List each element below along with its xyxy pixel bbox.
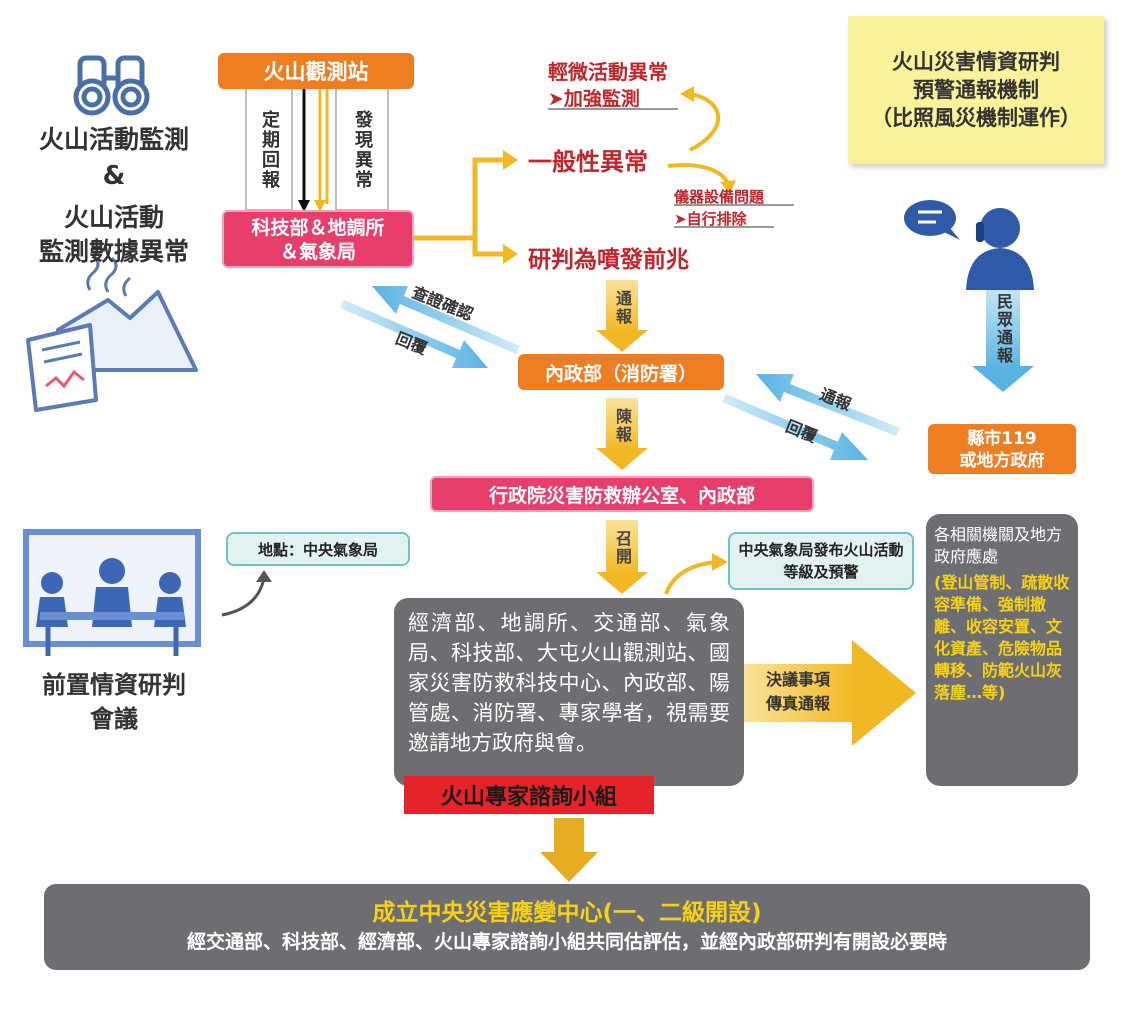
response-box: 各相關機關及地方政府應處 (登山管制、疏散收容準備、強制撤離、收容安置、文化資產… xyxy=(926,514,1078,786)
equipment-action-label: ➤自行排除 xyxy=(674,208,774,228)
binoculars-icon xyxy=(73,55,150,116)
monitor-title-line3: 監測數據異常 xyxy=(38,237,189,266)
precursor-label: 研判為噴發前兆 xyxy=(528,247,689,273)
meeting-title-line2: 會議 xyxy=(90,704,138,733)
report-up-label: 陳報 xyxy=(613,408,632,444)
monitor-title-line1: 火山活動監測 xyxy=(38,125,189,154)
center-desc: 經交通部、科技部、經濟部、火山專家諮詢小組共同估評估，並經內政部研判有開設必要時 xyxy=(186,931,947,953)
resolution-line2: 傳真通報 xyxy=(765,694,830,713)
convene-label: 召開 xyxy=(613,530,632,566)
agencies-line1: 科技部＆地調所 xyxy=(251,217,385,239)
monitor-title-amp: & xyxy=(102,161,126,191)
county-box: 縣市119 或地方政府 xyxy=(928,424,1076,474)
county-line1: 縣市119 xyxy=(967,429,1037,449)
person-phone-icon xyxy=(904,200,1034,290)
convene-arrow xyxy=(596,520,648,594)
minor-anomaly-label: 輕微活動異常 xyxy=(548,60,668,84)
notify-arrow-right xyxy=(756,374,900,436)
center-arrow xyxy=(540,818,598,882)
response-items: (登山管制、疏散收容準備、強制撤離、收容安置、文化資產、危險物品轉移、防範火山灰… xyxy=(934,573,1070,702)
monitor-title-line2: 火山活動 xyxy=(63,203,164,232)
equipment-issue-label: 儀器設備問題 xyxy=(674,186,794,206)
resolution-label: 決議事項 傳真通報 xyxy=(746,668,850,718)
general-anomaly-label: 一般性異常 xyxy=(528,148,648,176)
center-title: 成立中央災害應變中心(一、二級開設) xyxy=(372,900,762,926)
note-line3: （比照風災機制運作） xyxy=(871,106,1081,130)
expert-group-label: 火山專家諮詢小組 xyxy=(404,776,654,814)
volcano-station-box: 火山觀測站 xyxy=(218,53,414,89)
note-line2: 預警通報機制 xyxy=(913,78,1039,102)
anomaly-found-label: 發現異常 xyxy=(352,110,373,190)
regular-report-label: 定期回報 xyxy=(259,110,280,190)
agencies-box: 科技部＆地調所 ＆氣象局 xyxy=(222,210,414,268)
moi-box: 內政部（消防署） xyxy=(518,354,724,390)
note-text: 火山災害情資研判 預警通報機制 （比照風災機制運作） xyxy=(848,48,1104,132)
response-title: 各相關機關及地方政府應處 xyxy=(934,525,1063,566)
meeting-title-line1: 前置情資研判 xyxy=(42,670,186,699)
public-report-arrow xyxy=(972,284,1034,392)
reply-arrow-right xyxy=(722,394,868,460)
notify-down-arrow xyxy=(596,280,648,352)
central-center-box: 成立中央災害應變中心(一、二級開設) 經交通部、科技部、經濟部、火山專家諮詢小組… xyxy=(44,884,1090,970)
verify-arrow xyxy=(372,286,520,354)
agencies-line2: ＆氣象局 xyxy=(279,241,356,263)
report-up-arrow xyxy=(596,398,648,470)
location-box: 地點：中央氣象局 xyxy=(226,532,410,566)
note-line1: 火山災害情資研判 xyxy=(892,50,1060,74)
reply-arrow-left xyxy=(340,300,488,368)
volcano-icon xyxy=(26,254,198,412)
sticky-note xyxy=(848,16,1104,164)
meeting-icon xyxy=(23,529,201,656)
public-report-label: 民眾通報 xyxy=(994,293,1013,365)
expert-members-box: 經濟部、地調所、交通部、氣象局、科技部、大屯火山觀測站、國家災害防救科技中心、內… xyxy=(394,598,744,786)
county-line2: 或地方政府 xyxy=(959,451,1045,471)
cwb-publish-box: 中央氣象局發布火山活動等級及預警 xyxy=(728,532,914,590)
resolution-arrow xyxy=(742,640,916,746)
notify-down-label: 通報 xyxy=(613,290,632,326)
minor-action-label: ➤加強監測 xyxy=(548,84,678,110)
resolution-line1: 決議事項 xyxy=(765,670,830,689)
executive-box: 行政院災害防救辦公室、內政部 xyxy=(430,476,814,512)
